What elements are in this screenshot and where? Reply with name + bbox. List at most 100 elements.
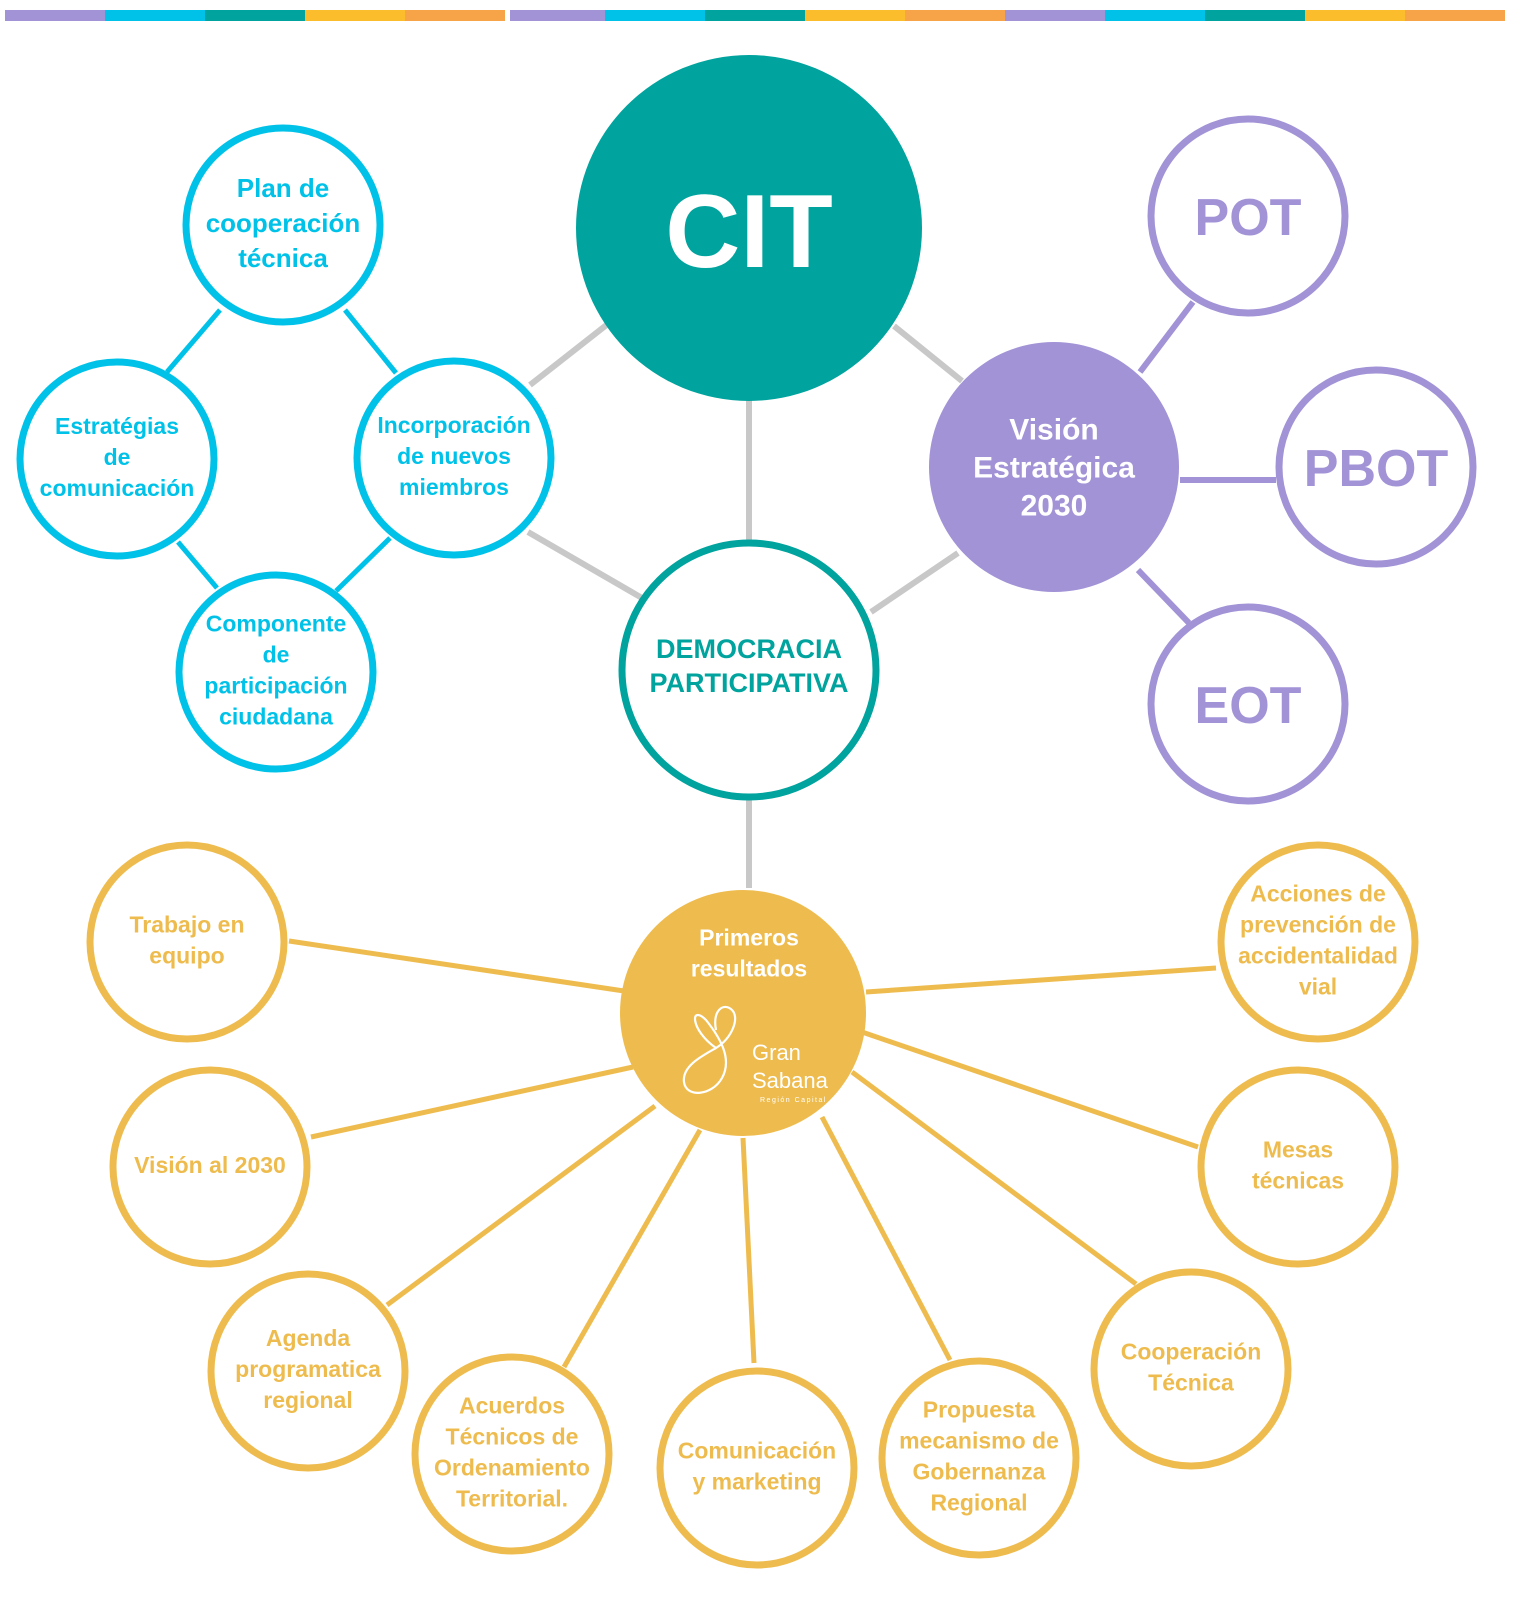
- cyan-node-circle-2: [353, 357, 555, 559]
- result-item-label-5-line: mecanismo de: [899, 1428, 1059, 1454]
- hub-label-line: PARTICIPATIVA: [650, 668, 849, 698]
- result-item-label-6-line: Cooperación: [1121, 1339, 1262, 1365]
- connector-cit-to-vision: [892, 323, 964, 384]
- logo-text-line2: Sabana: [752, 1068, 829, 1093]
- top-bar-segment: [405, 10, 505, 21]
- result-item-label-5-line: Regional: [930, 1490, 1027, 1516]
- result-item-label-1: Visión al 2030: [134, 1152, 286, 1178]
- cyan-node-label-2-line: Incorporación: [377, 412, 530, 438]
- hub-label-line: DEMOCRACIA: [656, 634, 842, 664]
- vision-child-label-1-line: PBOT: [1304, 440, 1449, 498]
- result-item-circle-3: [411, 1353, 613, 1555]
- connector-estrategias-to-componente: [176, 540, 219, 590]
- cyan-node-label-3-line: de: [263, 642, 290, 668]
- vision-child-label-2-line: EOT: [1195, 677, 1302, 735]
- connector-vision-to-eot: [1135, 567, 1192, 626]
- top-bar-segment: [1205, 10, 1305, 21]
- result-item-label-8-line: accidentalidad: [1238, 943, 1398, 969]
- connector-results-to-item-0: [288, 938, 625, 994]
- connector-results-to-item-6: [850, 1069, 1138, 1287]
- cit-label: CIT: [665, 174, 833, 290]
- cyan-node-label-1-line: comunicación: [40, 475, 195, 501]
- connector-vision-to-pot: [1137, 300, 1196, 374]
- cyan-node-circle-1: [16, 358, 218, 560]
- result-item-label-8-line: prevención de: [1240, 912, 1396, 938]
- vision-child-label-2: EOT: [1195, 677, 1302, 735]
- cit-circle: [576, 55, 922, 401]
- result-item-circle-5: [878, 1357, 1080, 1559]
- result-item-circle-6: [1090, 1268, 1292, 1470]
- result-item-label-3-line: Territorial.: [456, 1486, 568, 1512]
- result-item-circle-7: [1197, 1066, 1399, 1268]
- result-item-label-8-line: Acciones de: [1250, 881, 1386, 907]
- connector-results-to-item-4: [740, 1137, 757, 1364]
- result-item-label-2-line: regional: [263, 1387, 352, 1413]
- vision-child-label-0: POT: [1195, 189, 1302, 247]
- vision-label-line: 2030: [1021, 490, 1088, 523]
- top-bar-segment: [805, 10, 905, 21]
- result-item-circle-1: [109, 1066, 311, 1268]
- top-bar-segment: [105, 10, 205, 21]
- connector-results-to-item-7: [861, 1029, 1199, 1150]
- logo-tagline: Región Capital: [760, 1097, 827, 1104]
- connector-incorporacion-to-hub: [526, 529, 644, 601]
- result-item-label-8: Acciones de prevención de accidentalidad vi…: [1238, 881, 1398, 1000]
- cyan-node-label-3-line: participación: [204, 673, 347, 699]
- result-item-label-8-line: vial: [1299, 974, 1337, 1000]
- connector-plan-to-incorporacion: [343, 308, 398, 375]
- connector-lines: [165, 300, 1276, 1369]
- result-item-label-6-line: Técnica: [1148, 1370, 1234, 1396]
- cyan-node-label-0-line: Plan de: [237, 173, 329, 203]
- vision-child-label-0-line: POT: [1195, 189, 1302, 247]
- result-item-label-1-line: Visión al 2030: [134, 1152, 286, 1178]
- result-item-label-3-line: Técnicos de: [446, 1424, 579, 1450]
- cyan-node-label-2-line: miembros: [399, 474, 509, 500]
- connector-results-to-item-2: [385, 1103, 657, 1308]
- result-item-label-3-line: Acuerdos: [459, 1393, 565, 1419]
- top-bar-segment: [1405, 10, 1505, 21]
- connector-incorporacion-to-componente: [334, 536, 392, 593]
- vision-child-circle-0: [1147, 115, 1349, 317]
- result-item-circle-8: [1217, 841, 1419, 1043]
- cyan-node-label-1: Estratégias de comunicación: [40, 413, 195, 501]
- results-circle: [620, 890, 866, 1136]
- connector-results-to-item-1: [310, 1064, 634, 1140]
- top-bar-segment: [305, 10, 405, 21]
- cyan-node-label-1-line: Estratégias: [55, 413, 179, 439]
- top-bar-segment: [605, 10, 705, 21]
- cyan-node-circle-0: [182, 124, 384, 326]
- vision-circle: [929, 342, 1179, 592]
- result-item-label-2-line: programatica: [235, 1356, 381, 1382]
- vision-label-line: Visión: [1009, 414, 1098, 447]
- cyan-node-label-3-line: ciudadana: [219, 704, 333, 730]
- result-item-label-0-line: equipo: [149, 943, 224, 969]
- vision-child-circle-2: [1147, 603, 1349, 805]
- vision-child-label-1: PBOT: [1304, 440, 1449, 498]
- top-bar-segment: [1005, 10, 1105, 21]
- top-bar-segment: [1105, 10, 1205, 21]
- connector-vision-to-hub: [869, 550, 960, 615]
- connector-results-to-item-3: [561, 1128, 703, 1369]
- cyan-node-label-1-line: de: [104, 444, 131, 470]
- hub-label: DEMOCRACIA PARTICIPATIVA: [650, 634, 849, 698]
- vision-child-circle-1: [1275, 366, 1477, 568]
- result-item-label-7-line: Mesas: [1263, 1137, 1333, 1163]
- result-item-circle-2: [207, 1270, 409, 1472]
- results-label-line: Primeros: [699, 925, 799, 951]
- connector-cit-to-incorporacion: [528, 320, 611, 388]
- cyan-node-circle-3: [175, 571, 377, 773]
- result-item-label-5-line: Gobernanza: [913, 1459, 1046, 1485]
- cyan-node-label-3-line: Componente: [206, 611, 347, 637]
- result-item-circle-4: [656, 1367, 858, 1569]
